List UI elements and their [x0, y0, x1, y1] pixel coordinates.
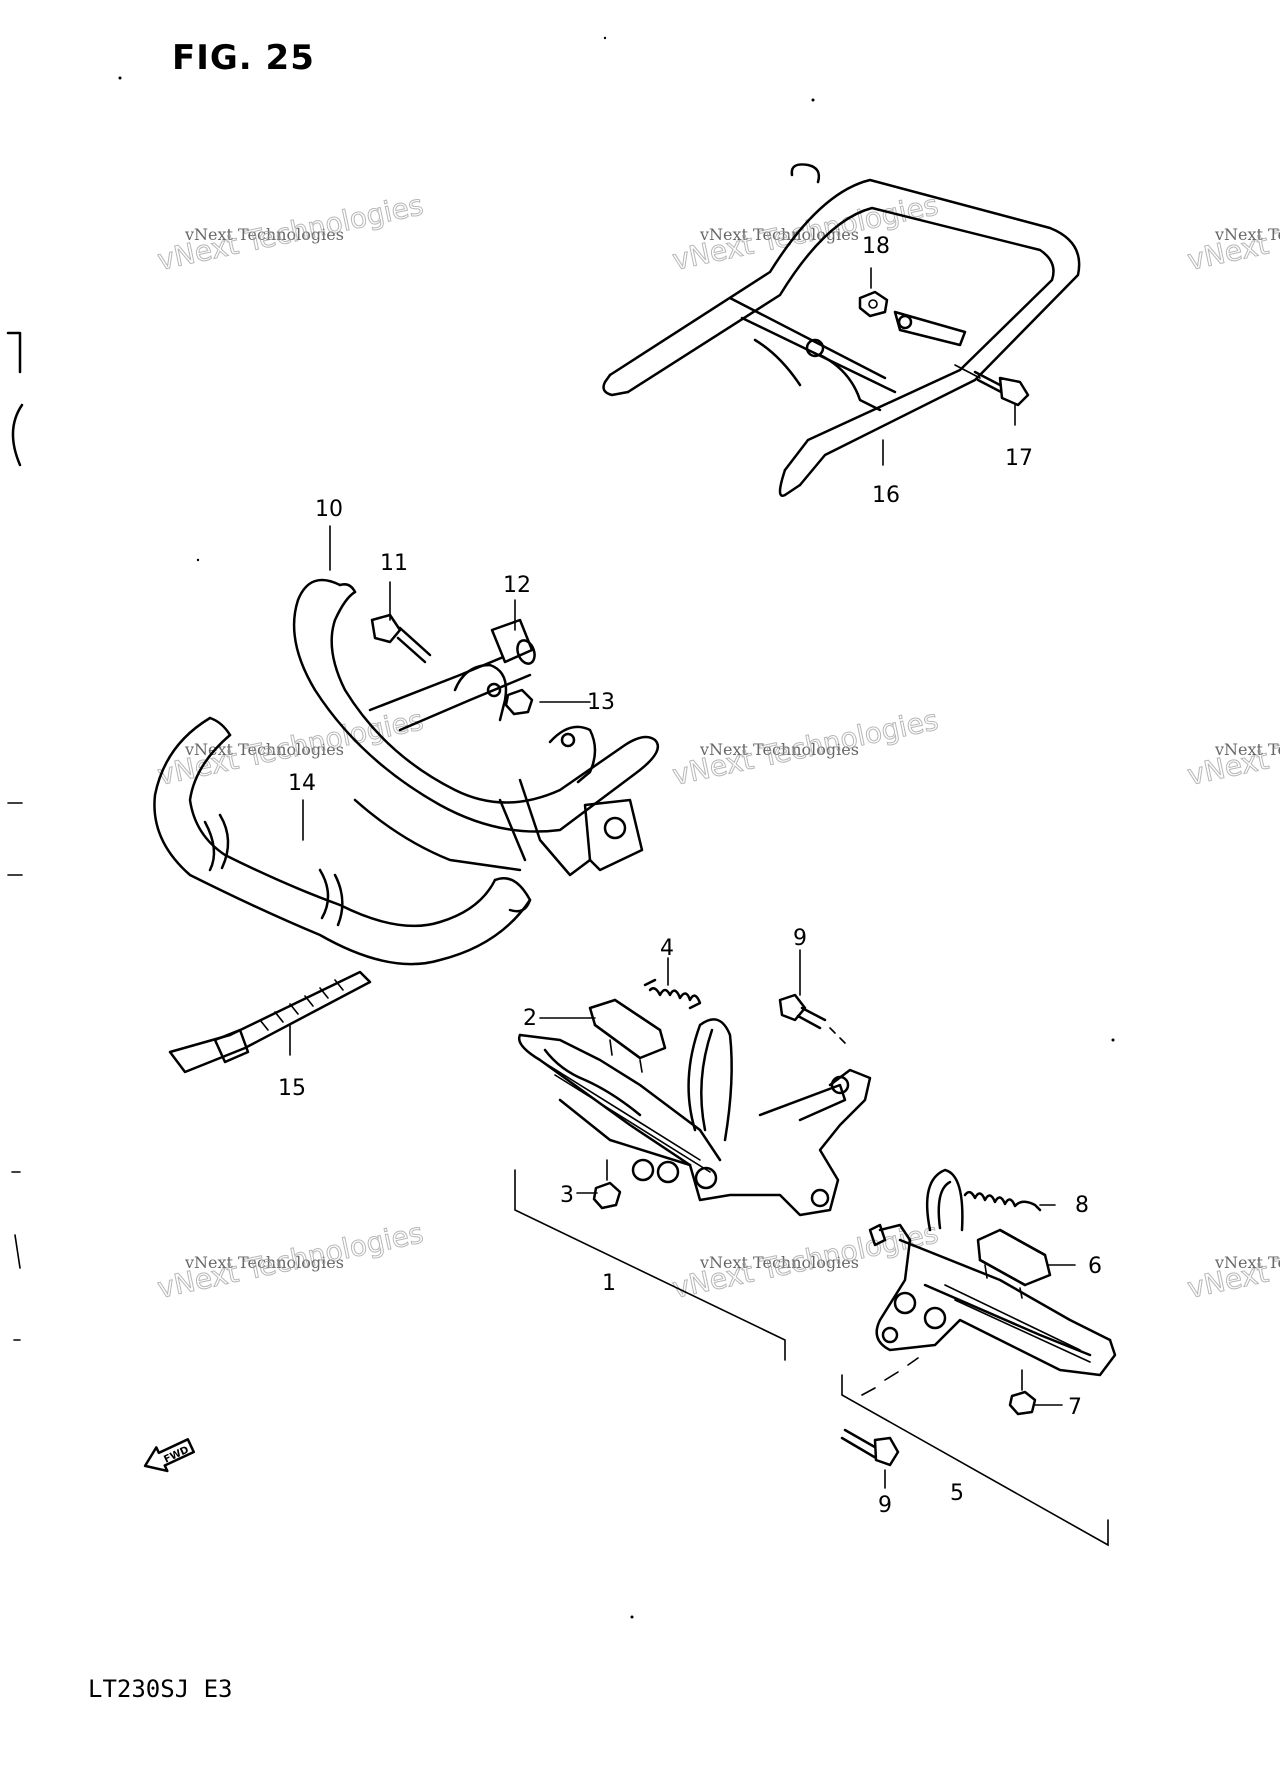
- callout-2: 2: [523, 1006, 537, 1031]
- footrest-5: [868, 1168, 1117, 1377]
- nut-13: [504, 688, 534, 716]
- callouts: 1 2 3 4 5 6 7 8 9 9 10 11 12 13 14 15 16…: [278, 234, 1102, 1518]
- callout-11: 11: [380, 551, 408, 576]
- callout-1: 1: [602, 1271, 616, 1296]
- spring-8: [963, 1190, 1042, 1212]
- callout-13: 13: [587, 690, 615, 715]
- callout-12: 12: [503, 573, 531, 598]
- watermark: vNext Technologies vNext Technologies: [154, 188, 427, 278]
- forward-arrow-icon: FWD: [143, 1438, 196, 1473]
- callout-18: 18: [862, 234, 890, 259]
- callout-15: 15: [278, 1076, 306, 1101]
- callout-8: 8: [1075, 1193, 1089, 1218]
- watermark-group: vNext Technologies vNext Technologies vN…: [154, 188, 1280, 1306]
- watermark: vNext Technologies vNext Technologies: [1184, 188, 1280, 278]
- hose-14: [153, 716, 532, 966]
- scan-dots: [118, 36, 1115, 1619]
- nut-7: [1008, 1369, 1037, 1416]
- watermark-text: vNext Technologies: [184, 740, 344, 759]
- watermark-text: vNext Technologies: [1214, 740, 1280, 759]
- watermark-text: vNext Technologies: [184, 1253, 344, 1272]
- callout-10: 10: [315, 497, 343, 522]
- callout-5: 5: [950, 1481, 964, 1506]
- grab-bar-10: [292, 578, 660, 877]
- watermark-text: vNext Technologies: [1214, 225, 1280, 244]
- bracket-1: [514, 1169, 786, 1361]
- watermark: vNext Technologies vNext Technologies: [154, 1216, 427, 1306]
- nut-18: [858, 290, 889, 318]
- nut-3: [592, 1159, 622, 1210]
- watermark-text: vNext Technologies: [699, 1253, 859, 1272]
- callout-9-upper: 9: [793, 926, 807, 951]
- watermark-text: vNext Technologies: [699, 740, 859, 759]
- bolt-9-lower: [840, 1357, 919, 1467]
- callout-4: 4: [660, 936, 674, 961]
- scan-edge-marks: [6, 331, 24, 1341]
- callout-17: 17: [1005, 446, 1033, 471]
- bolt-17: [954, 364, 1030, 407]
- callout-14: 14: [288, 771, 316, 796]
- watermark: vNext Technologies vNext Technologies: [669, 703, 942, 793]
- callout-6: 6: [1088, 1254, 1102, 1279]
- rubber-pad-6: [976, 1228, 1052, 1299]
- model-label: LT230SJ E3: [88, 1675, 233, 1703]
- bracket-5: [841, 1374, 1109, 1547]
- rear-carrier-16: [602, 163, 1081, 497]
- callout-3: 3: [560, 1183, 574, 1208]
- callout-16: 16: [872, 483, 900, 508]
- watermark: vNext Technologies vNext Technologies: [669, 188, 942, 278]
- footrest-1: [517, 1018, 872, 1217]
- watermark-text: vNext Technologies: [184, 225, 344, 244]
- figure-title: FIG. 25: [172, 38, 315, 78]
- watermark: vNext Technologies vNext Technologies: [1184, 1216, 1280, 1306]
- callout-9-lower: 9: [878, 1493, 892, 1518]
- watermark-text: vNext Technologies: [699, 225, 859, 244]
- callout-7: 7: [1068, 1395, 1082, 1420]
- bolt-9: [778, 993, 846, 1044]
- leader-lines: [289, 267, 1076, 1489]
- rubber-pad-2: [588, 998, 667, 1073]
- strap-15: [168, 970, 372, 1074]
- bolt-11: [370, 613, 432, 664]
- spring-4: [643, 978, 702, 1010]
- watermark: vNext Technologies vNext Technologies: [1184, 703, 1280, 793]
- watermark: vNext Technologies vNext Technologies: [669, 1216, 942, 1306]
- collar-12: [490, 618, 536, 665]
- watermark-text: vNext Technologies: [1214, 1253, 1280, 1272]
